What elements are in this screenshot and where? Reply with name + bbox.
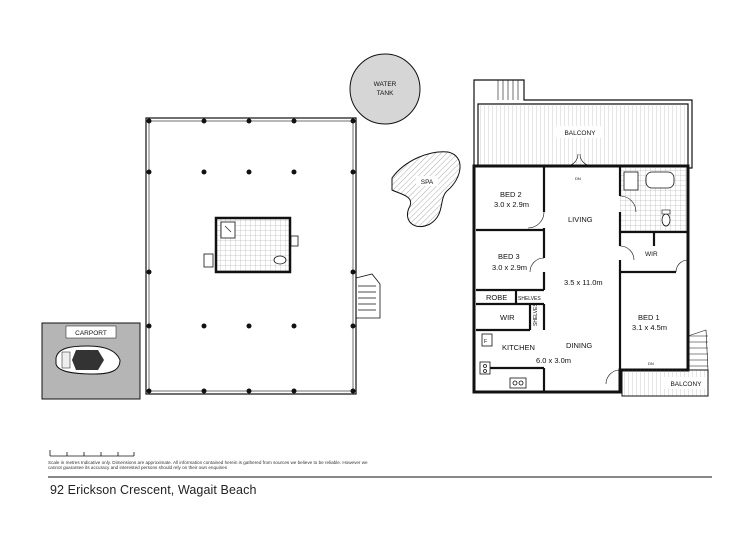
spa-label: SPA (421, 179, 434, 186)
car-icon (55, 345, 121, 375)
scale-bar (49, 450, 135, 457)
room-size-bed2: 3.0 x 2.9m (494, 200, 529, 209)
house: F BALCONY BED 2 3.0 x 2.9m LIVING BED 3 … (472, 153, 709, 397)
door-swings (527, 153, 689, 385)
room-size-kitchen-dining: 6.0 x 3.0m (536, 356, 571, 365)
balcony-bottom: BALCONY (621, 329, 709, 397)
spa: SPA (391, 151, 461, 228)
fridge (481, 333, 493, 347)
kitchen-fixtures (479, 333, 527, 389)
deck-posts (146, 118, 356, 394)
water-tank-label-1: WATER (374, 81, 397, 88)
disclaimer: Scale in metres Indicative only. Dimensi… (48, 460, 368, 471)
room-label-wir: WIR (500, 313, 515, 322)
water-tank: WATER TANK (349, 53, 421, 125)
outdoor-bathroom (203, 216, 299, 274)
room-size-living: 3.5 x 11.0m (564, 278, 603, 287)
label-dn-bottom: DN (648, 361, 654, 366)
room-label-dining: DINING (566, 341, 592, 350)
main-bathroom (620, 168, 686, 232)
balcony-bottom-label: BALCONY (670, 381, 702, 388)
room-label-living: LIVING (568, 215, 593, 224)
balcony-top-label: BALCONY (564, 130, 596, 137)
carport: CARPORT (41, 322, 141, 400)
room-label-bed1: BED 1 (638, 313, 660, 322)
label-dn-top: DN (575, 176, 581, 181)
room-label-wir-main: WIR (645, 251, 658, 258)
room-label-bed3: BED 3 (498, 252, 520, 261)
carport-label: CARPORT (75, 330, 107, 337)
balcony-top: BALCONY (473, 79, 693, 171)
property-address: 92 Erickson Crescent, Wagait Beach (50, 483, 257, 497)
room-size-bed3: 3.0 x 2.9m (492, 263, 527, 272)
fridge-label: F (484, 339, 487, 345)
label-shelves-horizontal: SHELVES (518, 296, 541, 302)
deck-area (145, 117, 381, 395)
water-tank-label-2: TANK (377, 90, 395, 97)
internal-walls (476, 166, 688, 392)
room-label-robe: ROBE (486, 293, 507, 302)
room-size-bed1: 3.1 x 4.5m (632, 323, 667, 332)
room-label-kitchen: KITCHEN (502, 343, 535, 352)
label-shelves-vertical: SHELVES (533, 303, 539, 326)
room-label-bed2: BED 2 (500, 190, 522, 199)
deck-stairs (355, 273, 381, 319)
